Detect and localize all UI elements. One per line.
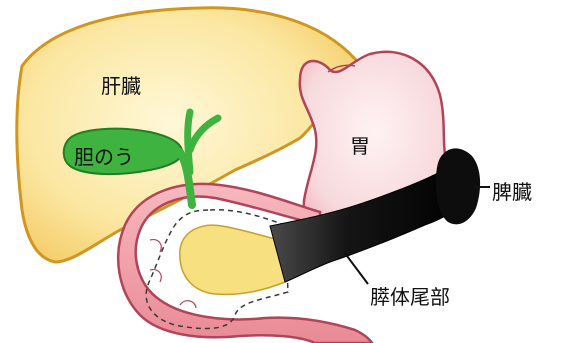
spleen-label: 脾臓 (492, 176, 532, 205)
stomach-label: 胃 (350, 130, 370, 159)
spleen-shape (436, 148, 480, 224)
pancreas-head-shape (180, 225, 285, 294)
pancreas-body-tail-label: 膵体尾部 (370, 281, 450, 310)
pancreas-leader-line (344, 252, 368, 284)
duodenum-fold-1 (150, 240, 161, 252)
liver-label: 肝臓 (101, 70, 141, 99)
gallbladder-label: 胆のう (74, 141, 134, 170)
duodenum-fold-3 (180, 301, 196, 308)
